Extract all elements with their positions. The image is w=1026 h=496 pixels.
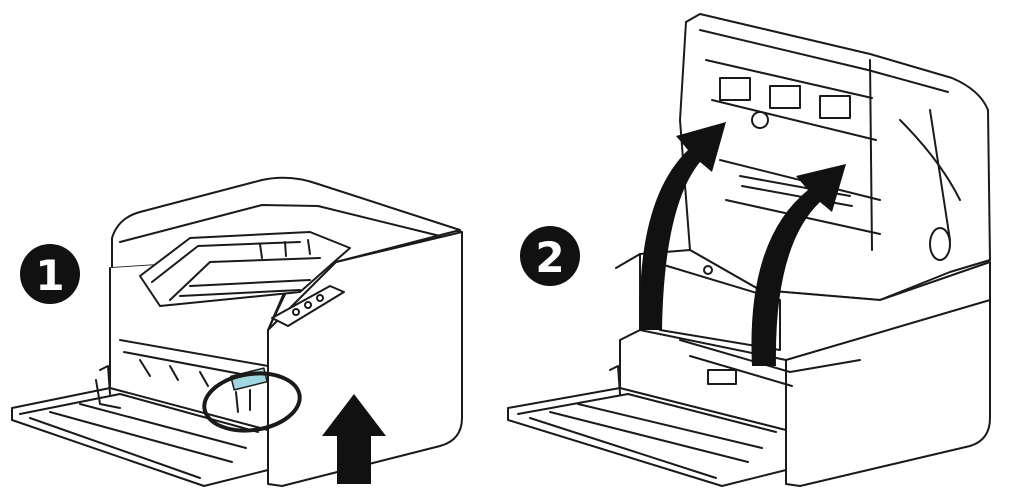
lever-callout-circle <box>202 371 302 433</box>
step-2-number: 2 <box>535 233 564 282</box>
step-1-number: 1 <box>35 251 64 300</box>
up-arrow-icon <box>322 394 386 484</box>
curved-up-arrow-icon <box>639 122 846 366</box>
scanner-open <box>507 13 991 487</box>
step-1-badge: 1 <box>20 244 80 304</box>
step-2-badge: 2 <box>520 226 580 286</box>
scanner-closed <box>11 176 463 487</box>
